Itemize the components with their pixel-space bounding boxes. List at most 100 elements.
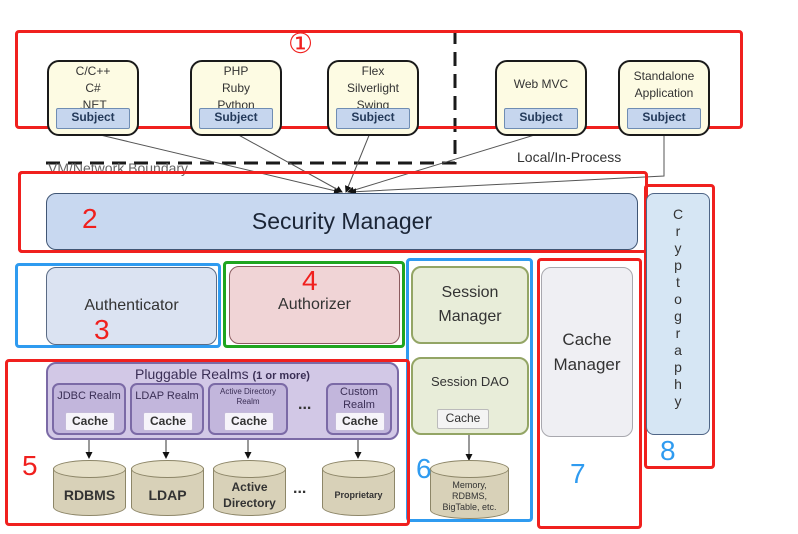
client-line: PHP — [223, 64, 249, 78]
datastore-active-directory: Active Directory — [213, 460, 286, 516]
cache-manager-label: Manager — [553, 355, 621, 374]
cryptography-letter: o — [674, 291, 682, 307]
realm-name: LDAP Realm — [135, 390, 199, 402]
annotation-4: 4 — [302, 265, 318, 296]
authorizer: Authorizer — [229, 266, 400, 344]
cryptography-letter: y — [674, 393, 682, 409]
realm-name: JDBC Realm — [57, 390, 121, 402]
client-line: Flex — [361, 64, 385, 78]
datastore-rdbms: RDBMS — [53, 460, 126, 516]
authenticator-label: Authenticator — [84, 297, 179, 314]
client-standalone-application: Standalone Application Subject — [618, 60, 710, 136]
cache-manager: Cache Manager — [541, 267, 633, 437]
subject-badge: Subject — [627, 108, 701, 129]
session-dao-label: Session DAO — [430, 374, 510, 389]
security-manager: Security Manager — [46, 193, 638, 250]
client-line: Standalone — [633, 69, 695, 83]
client-php-ruby-python: PHP Ruby Python Subject — [190, 60, 282, 136]
security-manager-label: Security Manager — [251, 208, 433, 234]
realm-name: Realm — [236, 397, 260, 406]
client-cpp-csharp-dotnet: C/C++ C# .NET Subject — [47, 60, 139, 136]
session-dao-cache: Cache — [437, 409, 489, 429]
subject-badge: Subject — [199, 108, 273, 129]
realm-custom: Custom Realm Cache — [326, 383, 392, 435]
realm-ldap: LDAP Realm Cache — [130, 383, 204, 435]
session-store-label: RDBMS, — [451, 491, 487, 501]
session-store-cylinder: Memory, RDBMS, BigTable, etc. — [430, 460, 509, 519]
annotation-2: 2 — [82, 203, 98, 234]
session-manager-label: Manager — [438, 308, 502, 325]
session-manager-label: Session — [441, 284, 499, 301]
cryptography-letter: p — [674, 257, 682, 273]
annotation-6: 6 — [416, 453, 432, 484]
highlight-box-5 — [5, 359, 410, 526]
annotation-7: 7 — [570, 458, 586, 489]
highlight-box-4 — [223, 261, 405, 348]
link-client-3 — [345, 132, 371, 193]
session-store-label: BigTable, etc. — [442, 502, 497, 512]
datastore-label: Active — [231, 480, 268, 494]
cryptography-letter: r — [675, 325, 681, 341]
vm-boundary-line — [46, 22, 457, 165]
link-client-1 — [91, 132, 341, 195]
realms-title: Pluggable Realms — [135, 366, 249, 382]
realm-cache: Cache — [224, 412, 274, 431]
client-line: Web MVC — [513, 77, 569, 91]
link-client-2 — [234, 132, 343, 193]
authorizer-label: Authorizer — [278, 296, 351, 313]
datastore-label: LDAP — [148, 487, 187, 503]
session-manager: Session Manager — [411, 266, 529, 344]
cryptography-letter: a — [674, 342, 682, 358]
link-client-4 — [347, 132, 542, 194]
cryptography-letter: y — [674, 240, 682, 256]
realms-ellipsis: ... — [298, 396, 312, 413]
highlight-box-7 — [537, 258, 642, 529]
highlight-box-8 — [644, 184, 715, 469]
realms-title-suffix: (1 or more) — [252, 370, 310, 382]
client-line: Ruby — [221, 81, 250, 95]
session-dao: Session DAO Cache — [411, 357, 529, 435]
session-store-label: Memory, — [452, 480, 487, 490]
client-web-mvc: Web MVC Subject — [495, 60, 587, 136]
cryptography-letter: h — [674, 376, 682, 392]
client-line: C/C++ — [75, 64, 111, 78]
realm-cache: Cache — [143, 412, 193, 431]
realm-cache: Cache — [65, 412, 115, 431]
cryptography-letter: p — [674, 359, 682, 375]
highlight-box-3 — [15, 263, 221, 348]
datastore-label: Proprietary — [334, 490, 383, 500]
subject-badge: Subject — [336, 108, 410, 129]
local-process-label: Local/In-Process — [517, 149, 622, 165]
link-client-5 — [349, 133, 665, 196]
realm-cache: Cache — [335, 412, 385, 431]
client-line: Application — [634, 86, 694, 100]
cryptography-letter: r — [675, 223, 681, 239]
annotation-8: 8 — [660, 435, 676, 466]
cryptography-letter: g — [674, 308, 682, 324]
subject-badge: Subject — [56, 108, 130, 129]
realm-name: Custom — [340, 386, 378, 398]
client-flex-silverlight-swing: Flex Silverlight Swing Subject — [327, 60, 419, 136]
datastore-label: RDBMS — [63, 487, 116, 503]
cryptography-letter: t — [676, 274, 680, 290]
client-line: C# — [85, 81, 101, 95]
datastore-proprietary: Proprietary — [322, 460, 395, 516]
realm-active-directory: Active Directory Realm Cache — [208, 383, 288, 435]
realm-name: Realm — [343, 399, 375, 411]
datastore-ldap: LDAP — [131, 460, 204, 516]
subject-badge: Subject — [504, 108, 578, 129]
cache-manager-label: Cache — [562, 330, 612, 349]
cryptography-letter: C — [672, 206, 684, 222]
realm-jdbc: JDBC Realm Cache — [52, 383, 126, 435]
client-line: Silverlight — [346, 81, 400, 95]
annotation-1: ① — [288, 28, 314, 59]
authenticator: Authenticator — [46, 267, 217, 345]
annotation-5: 5 — [22, 450, 38, 481]
datastore-label: Directory — [223, 496, 276, 510]
annotation-3: 3 — [94, 314, 110, 345]
datastores-ellipsis: ... — [293, 480, 307, 497]
realm-name: Active Directory — [219, 387, 276, 396]
